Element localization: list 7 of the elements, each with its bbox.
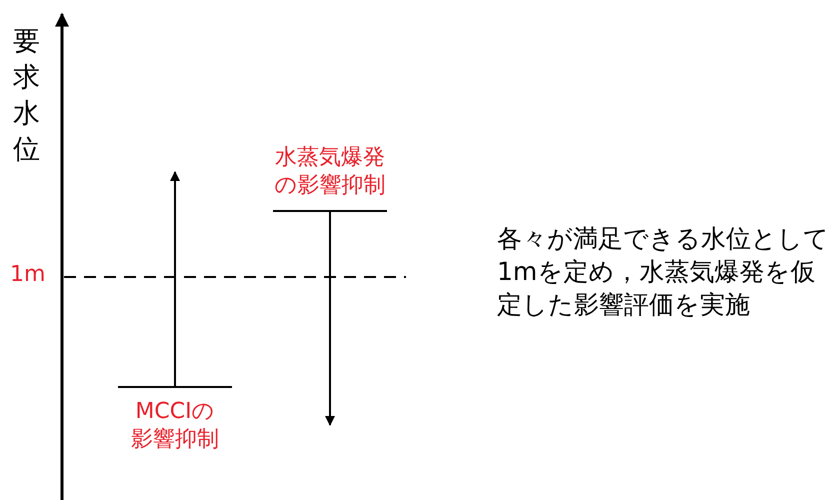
level-label: MCCIの影響抑制 xyxy=(130,398,220,454)
note-text: 各々が満足できる水位として1mを定め，水蒸気爆発を仮定した影響評価を実施 xyxy=(497,223,829,321)
axis-label: 要求水位 xyxy=(13,25,41,167)
level-value: 1m xyxy=(10,262,46,287)
arrow xyxy=(325,212,335,426)
arrow xyxy=(170,171,180,386)
level-label: 水蒸気爆発の影響抑制 xyxy=(274,144,386,200)
